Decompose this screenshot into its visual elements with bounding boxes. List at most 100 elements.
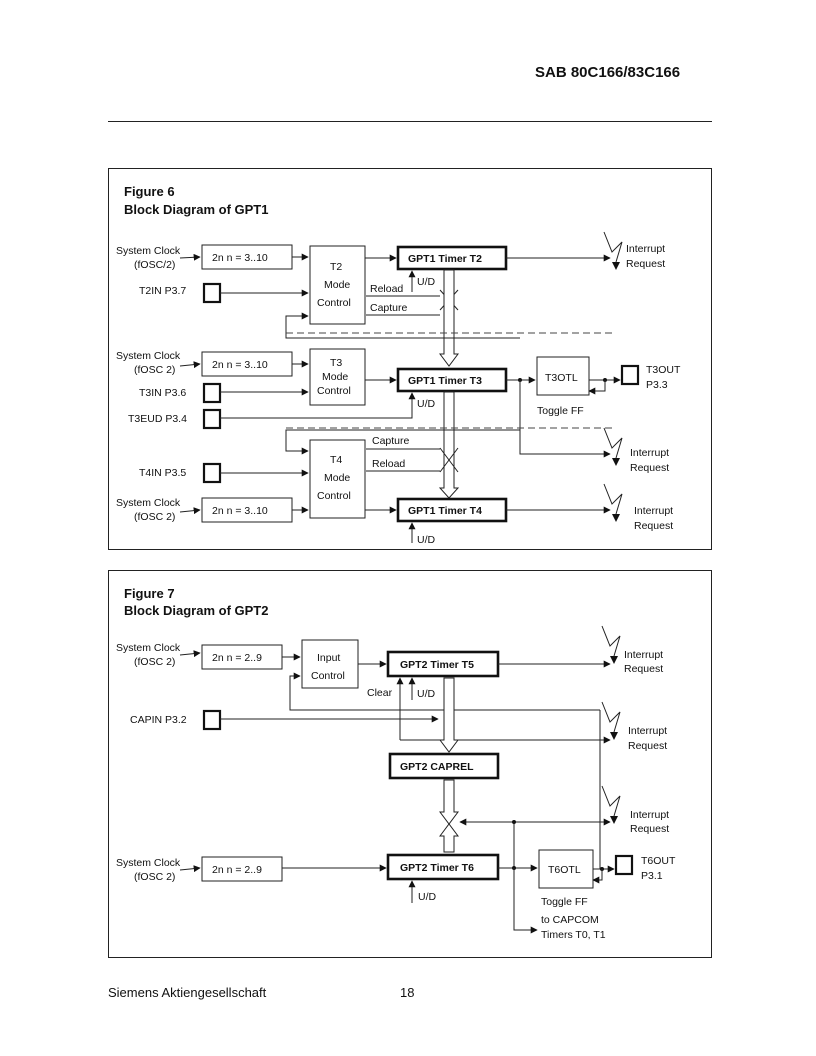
f6-t4in-pin-icon	[202, 462, 222, 484]
f7-capcom-l1: to CAPCOM	[541, 914, 599, 926]
f6-sysclk1-label: System Clock	[116, 245, 181, 257]
f6-timer-t4-label: GPT1 Timer T4	[408, 505, 482, 517]
f6-prescaler-1	[201, 244, 293, 270]
f6-prescaler-1-label: 2n n = 3..10	[212, 252, 268, 264]
footer-page-number: 18	[400, 985, 415, 1000]
f7-t6out-pin-icon	[614, 854, 634, 876]
f6-irq1-l1: Interrupt	[626, 243, 665, 255]
f6-t3-mode-control	[309, 348, 366, 406]
f7-irq3-l2: Request	[630, 823, 669, 835]
f6-irq3-l1: Interrupt	[634, 505, 673, 517]
f7-irq1-l2: Request	[624, 663, 663, 675]
figure-6-frame	[108, 168, 712, 550]
f7-sysclk1-label: System Clock	[116, 642, 181, 654]
f7-t6out-l1: T6OUT	[641, 855, 676, 867]
f7-caprel	[388, 752, 500, 780]
f6-irq2-l1: Interrupt	[630, 447, 669, 459]
f6-t3-mode-l2: Mode	[322, 371, 348, 383]
f6-t3eud-label: T3EUD P3.4	[128, 413, 187, 425]
f6-toggle-ff-label: Toggle FF	[537, 405, 584, 417]
f7-toggle-ff-label: Toggle FF	[541, 896, 588, 908]
f6-t3eud-pin-icon	[202, 408, 222, 430]
figure-7-number: Figure 7	[124, 586, 175, 601]
f7-timer-t5-label: GPT2 Timer T5	[400, 659, 474, 671]
f6-t2-mode-control	[309, 245, 366, 325]
f6-reload1-label: Reload	[370, 283, 403, 295]
f7-input-control	[301, 639, 359, 689]
f6-ud3-label: U/D	[417, 534, 436, 546]
f6-t2-mode-l3: Control	[317, 297, 351, 309]
f7-capcom-l2: Timers T0, T1	[541, 929, 606, 941]
f7-caprel-label: GPT2 CAPREL	[400, 761, 474, 773]
f6-capture1-label: Capture	[370, 302, 408, 314]
f7-clear-label: Clear	[367, 687, 393, 699]
f6-t4-mode-l1: T4	[330, 454, 342, 466]
footer-company: Siemens Aktiengesellschaft	[108, 985, 267, 1000]
f6-t3-mode-l1: T3	[330, 357, 342, 369]
f6-t3in-pin-icon	[202, 382, 222, 404]
f7-irq2-l1: Interrupt	[628, 725, 667, 737]
f6-t3otl-block	[536, 356, 590, 396]
f6-irq1-l2: Request	[626, 258, 665, 270]
f6-t3otl-label: T3OTL	[545, 372, 578, 384]
f6-reload2-label: Reload	[372, 458, 405, 470]
f7-input-l1: Input	[317, 652, 340, 664]
f6-sysclk3-label: System Clock	[116, 497, 181, 509]
figure-6-number: Figure 6	[124, 184, 175, 199]
f6-t4in-label: T4IN P3.5	[139, 467, 186, 479]
f7-t6otl-block	[538, 849, 594, 889]
f6-t2in-pin-icon	[202, 282, 222, 304]
f7-prescaler-1	[201, 644, 283, 670]
f6-ud2-label: U/D	[417, 398, 436, 410]
f6-t3out-pin-icon	[620, 364, 640, 386]
f7-irq2-l2: Request	[628, 740, 667, 752]
f7-irq1-l1: Interrupt	[624, 649, 663, 661]
gpt2-diagram: System Clock (fOSC 2) 2n n = 2..9 Input …	[116, 625, 676, 941]
f7-fosc2-label: (fOSC 2)	[134, 871, 175, 883]
f6-capture2-label: Capture	[372, 435, 410, 447]
f6-t3out-l2: P3.3	[646, 379, 668, 391]
f7-capin-pin-icon	[202, 709, 222, 731]
f6-t2-mode-l1: T2	[330, 261, 342, 273]
f6-prescaler-3	[201, 497, 293, 523]
f7-fosc1-label: (fOSC 2)	[134, 656, 175, 668]
figure-7-frame	[108, 570, 712, 958]
figure-6-title: Block Diagram of GPT1	[124, 202, 269, 217]
f6-sysclk2-label: System Clock	[116, 350, 181, 362]
f6-t3out-l1: T3OUT	[646, 364, 681, 376]
f7-timer-t6-label: GPT2 Timer T6	[400, 862, 474, 874]
f6-t2in-label: T2IN P3.7	[139, 285, 186, 297]
f6-prescaler-3-label: 2n n = 3..10	[212, 505, 268, 517]
f7-prescaler-2	[201, 856, 283, 882]
f6-prescaler-2-label: 2n n = 3..10	[212, 359, 268, 371]
f6-t3-mode-l3: Control	[317, 385, 351, 397]
f6-t4-mode-control	[309, 439, 366, 519]
document-title: SAB 80C166/83C166	[535, 64, 681, 81]
f6-t3in-label: T3IN P3.6	[139, 387, 186, 399]
f6-ud1-label: U/D	[417, 276, 436, 288]
figure-7-title: Block Diagram of GPT2	[124, 603, 269, 618]
f7-capin-label: CAPIN P3.2	[130, 714, 187, 726]
f7-sysclk2-label: System Clock	[116, 857, 181, 869]
f6-timer-t3-label: GPT1 Timer T3	[408, 375, 482, 387]
f6-fosc2-label: (fOSC 2)	[134, 364, 175, 376]
gpt1-diagram: System Clock (fOSC/2) 2n n = 3..10 T2IN …	[116, 231, 681, 546]
f7-timer-t5	[386, 650, 500, 678]
f6-t4-mode-l2: Mode	[324, 472, 350, 484]
f7-t6otl-label: T6OTL	[548, 864, 581, 876]
f7-prescaler-2-label: 2n n = 2..9	[212, 864, 262, 876]
f7-t6out-l2: P3.1	[641, 870, 663, 882]
f6-fosc1-label: (fOSC/2)	[134, 259, 175, 271]
f6-timer-t2-label: GPT1 Timer T2	[408, 253, 482, 265]
f7-ud1-label: U/D	[417, 688, 436, 700]
f7-prescaler-1-label: 2n n = 2..9	[212, 652, 262, 664]
f6-prescaler-2	[201, 351, 293, 377]
f6-irq3-l2: Request	[634, 520, 673, 532]
header-rule	[108, 121, 712, 122]
f7-irq3-l1: Interrupt	[630, 809, 669, 821]
f7-timer-t6	[386, 853, 500, 881]
f6-irq2-l2: Request	[630, 462, 669, 474]
f7-input-l2: Control	[311, 670, 345, 682]
f6-t4-mode-l3: Control	[317, 490, 351, 502]
